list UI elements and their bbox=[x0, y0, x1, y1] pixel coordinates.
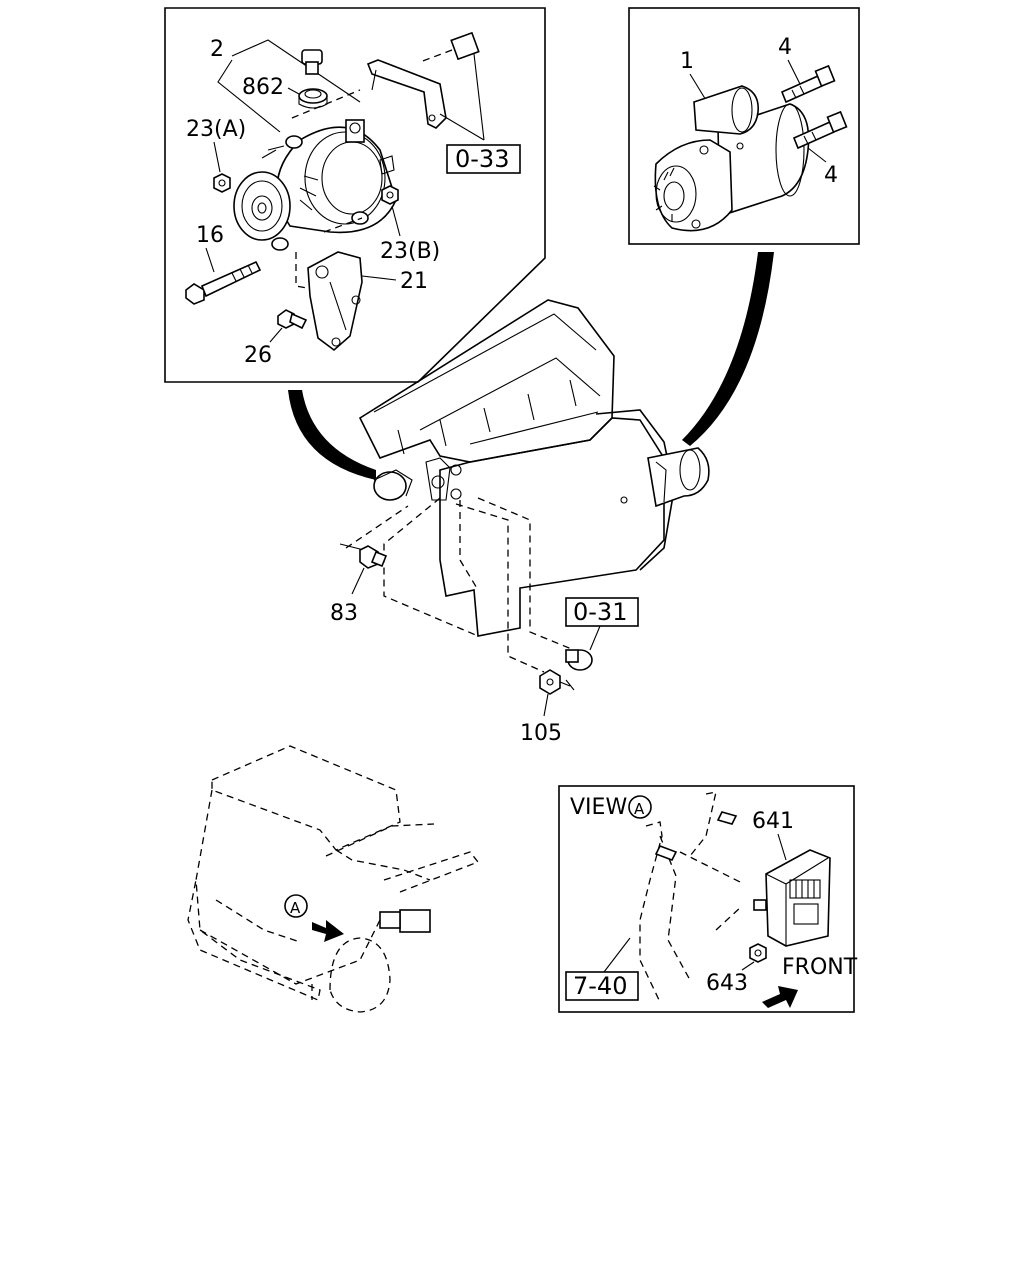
callout-21: 21 bbox=[400, 269, 428, 294]
ref-0-31: 0-31 bbox=[573, 598, 627, 626]
ref-7-40: 7-40 bbox=[573, 972, 627, 1000]
swoosh-right bbox=[682, 252, 774, 446]
drain-plug bbox=[565, 649, 593, 671]
engine-block bbox=[339, 299, 710, 673]
view-a-marker bbox=[284, 894, 308, 918]
alternator bbox=[233, 119, 397, 251]
nut-643 bbox=[749, 943, 767, 963]
sensor-105 bbox=[539, 669, 575, 695]
callout-641: 641 bbox=[752, 809, 794, 834]
starter-bolt-bottom bbox=[792, 110, 848, 150]
oil-cap bbox=[301, 49, 323, 75]
mounting-bracket bbox=[366, 59, 447, 129]
callout-83: 83 bbox=[330, 601, 358, 626]
callout-4-top: 4 bbox=[778, 35, 792, 60]
bracket-bolt bbox=[419, 31, 480, 63]
callout-105: 105 bbox=[520, 721, 562, 746]
seal-ring bbox=[298, 88, 328, 109]
bolt-16 bbox=[185, 260, 262, 305]
callout-1: 1 bbox=[680, 49, 694, 74]
callout-23b: 23(B) bbox=[380, 239, 440, 264]
bolt-26 bbox=[277, 309, 308, 330]
bolt-83 bbox=[359, 545, 388, 569]
front-label: FRONT bbox=[782, 955, 858, 980]
starter-bolt-top bbox=[780, 64, 836, 104]
callout-643: 643 bbox=[706, 971, 748, 996]
bracket-21 bbox=[307, 251, 363, 352]
ref-0-33: 0-33 bbox=[455, 145, 509, 173]
callout-2: 2 bbox=[210, 37, 224, 62]
swoosh-left bbox=[288, 390, 376, 480]
callout-26: 26 bbox=[244, 343, 272, 368]
callout-16: 16 bbox=[196, 223, 224, 248]
callout-862: 862 bbox=[242, 75, 284, 100]
callout-23a: 23(A) bbox=[186, 117, 246, 142]
callout-4-bottom: 4 bbox=[824, 163, 838, 188]
view-label: VIEW bbox=[570, 795, 627, 820]
truck-direction-arrow bbox=[312, 920, 344, 942]
controller-unit-641 bbox=[753, 849, 831, 947]
starter-motor bbox=[653, 85, 810, 232]
view-marker: A bbox=[634, 800, 645, 818]
alternator-detail-panel: 2 862 bbox=[164, 7, 546, 383]
front-arrow bbox=[762, 986, 798, 1008]
truck-marker: A bbox=[290, 899, 301, 917]
nut-23a bbox=[213, 173, 231, 193]
starter-detail-panel: 1 4 bbox=[628, 7, 860, 245]
starter-on-engine bbox=[647, 447, 710, 508]
truck-cab: A bbox=[187, 745, 480, 1013]
view-a-panel: VIEW A 641 643 FRONT bbox=[558, 785, 858, 1013]
nut-23b bbox=[381, 185, 399, 205]
